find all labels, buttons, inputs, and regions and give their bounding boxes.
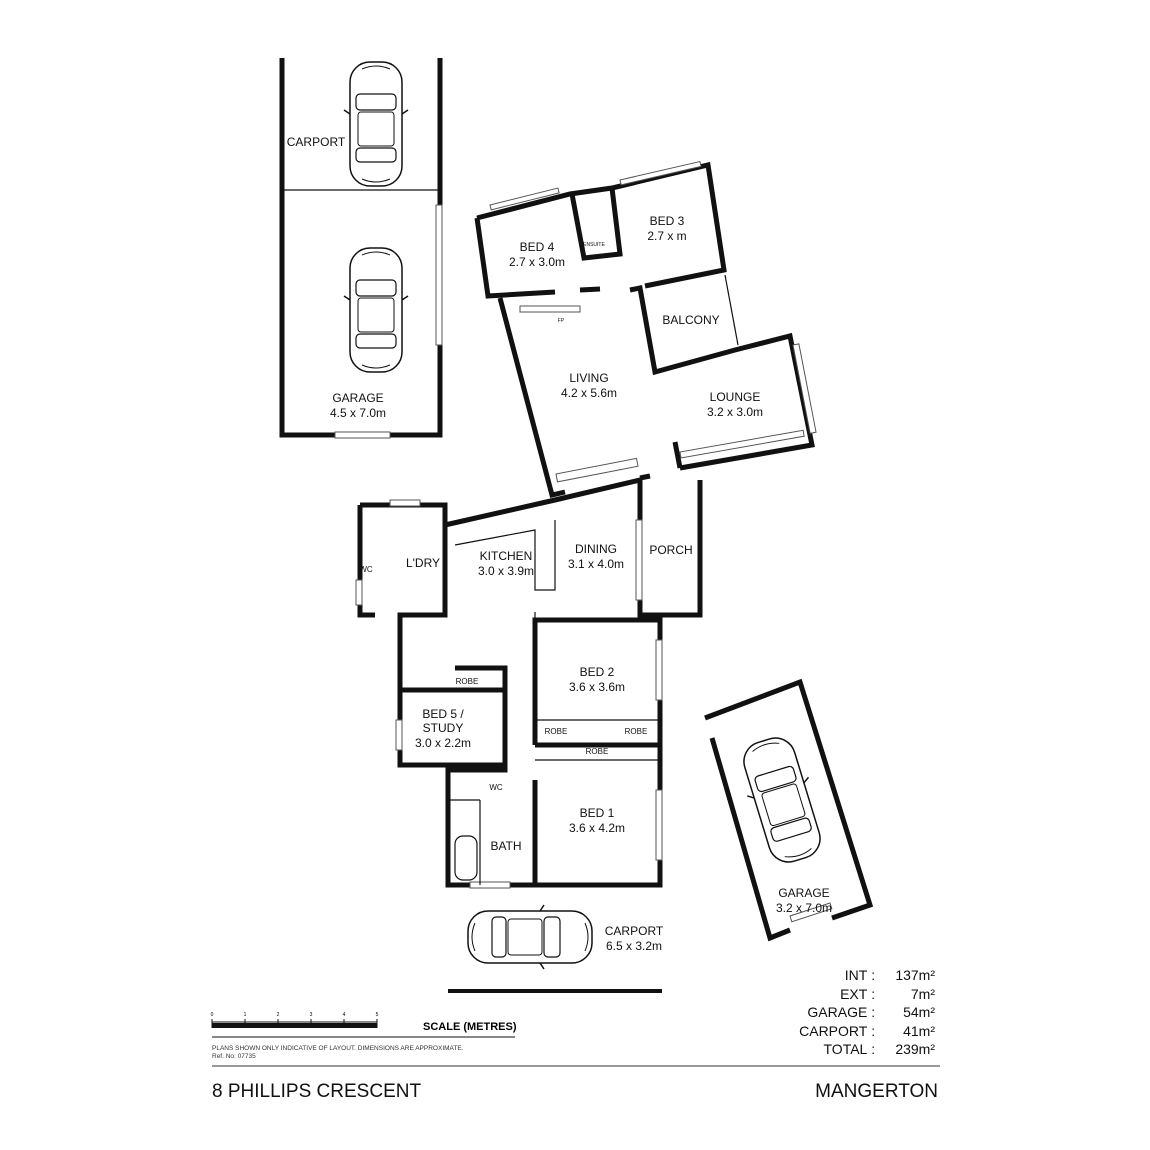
car-icon [467,904,593,970]
left-garage-carport-walls [279,58,443,439]
car-icon [732,730,832,870]
scale-tick: 0 [211,1012,214,1018]
car-icon [343,61,409,187]
scale-tick: 1 [244,1012,247,1018]
room-garage-right-size: 3.2 x 7.0m [776,901,832,915]
room-bed1-size: 3.6 x 4.2m [569,821,625,835]
upper-house-walls [474,160,817,498]
area-summary: INT : 137m² EXT : 7m² GARAGE : 54m² CARP… [799,966,935,1059]
suburb: MANGERTON [815,1081,938,1102]
room-wc1: WC [359,565,373,574]
room-bed4: BED 4 [520,240,555,254]
robe-bed2-right: ROBE [625,727,648,736]
room-bath: BATH [490,839,521,853]
room-bed2: BED 2 [580,665,615,679]
room-bed2-size: 3.6 x 3.6m [569,680,625,694]
robe-bed5: ROBE [456,677,479,686]
room-carport-bottom: CARPORT [605,924,664,938]
room-garage-left-size: 4.5 x 7.0m [330,406,386,420]
room-bed5: BED 5 / [422,707,464,721]
car-icon [343,247,409,373]
address: 8 PHILLIPS CRESCENT [212,1081,422,1102]
scale-tick: 5 [376,1012,379,1018]
room-kitchen-size: 3.0 x 3.9m [478,564,534,578]
room-living-size: 4.2 x 5.6m [561,386,617,400]
area-row: CARPORT : 41m² [799,1022,935,1039]
room-bed3: BED 3 [650,214,685,228]
room-lounge-size: 3.2 x 3.0m [707,405,763,419]
room-carport-bottom-size: 6.5 x 3.2m [606,939,662,953]
scale-tick: 3 [310,1012,313,1018]
scale-tick: 2 [277,1012,280,1018]
area-row: TOTAL : 239m² [823,1041,936,1057]
reference-number: Ref. No: 07735 [212,1053,256,1060]
robe-bed1: ROBE [586,747,609,756]
robe-bed2-left: ROBE [545,727,568,736]
room-bed4-size: 2.7 x 3.0m [509,255,565,269]
room-bed5-size: 3.0 x 2.2m [415,736,471,750]
fireplace-label: FP [558,318,565,324]
scale-tick: 4 [343,1012,346,1018]
area-row: INT : 137m² [844,967,935,983]
room-garage-left: GARAGE [332,391,383,405]
room-carport-top: CARPORT [287,135,346,149]
room-wc2: WC [489,783,503,792]
room-lounge: LOUNGE [710,390,761,404]
lower-house-walls [355,476,703,889]
room-kitchen: KITCHEN [480,549,533,563]
room-dining-size: 3.1 x 4.0m [568,557,624,571]
disclaimer: PLANS SHOWN ONLY INDICATIVE OF LAYOUT. D… [212,1045,464,1052]
room-living: LIVING [569,371,608,385]
room-bed5-name2: STUDY [423,721,464,735]
scale-title: SCALE (METRES) [423,1021,517,1033]
room-ensuite: ENSUITE [583,242,605,248]
room-porch: PORCH [649,543,692,557]
room-garage-right: GARAGE [778,886,829,900]
room-bed3-size: 2.7 x m [647,229,686,243]
room-balcony: BALCONY [662,313,719,327]
room-dining: DINING [575,542,617,556]
scale-bar [211,1019,940,1067]
room-laundry: L'DRY [406,556,440,570]
area-row: EXT : 7m² [840,985,935,1002]
room-bed1: BED 1 [580,806,615,820]
right-garage-walls [704,678,874,942]
area-row: GARAGE : 54m² [807,1004,935,1020]
